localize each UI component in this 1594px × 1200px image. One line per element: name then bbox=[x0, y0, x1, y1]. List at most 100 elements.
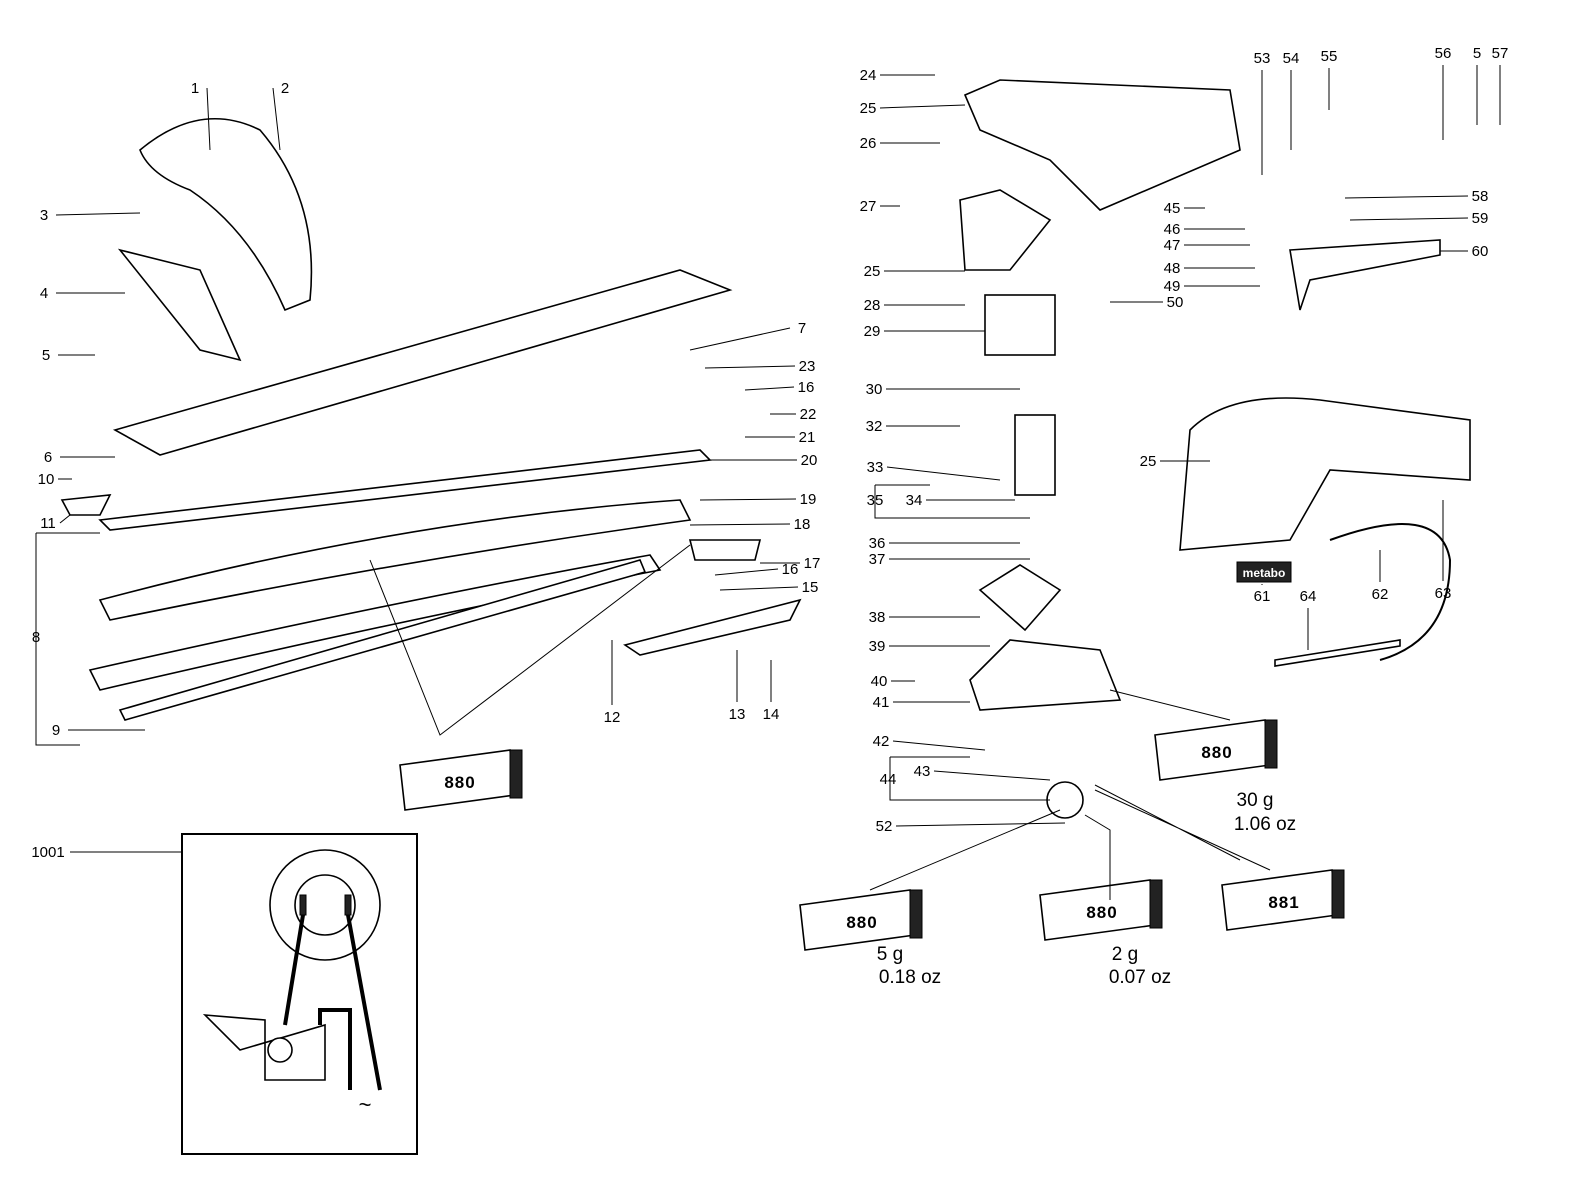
callout-label: 6 bbox=[44, 449, 52, 466]
callout-label: 47 bbox=[1164, 237, 1181, 254]
grease-tube: 880 5 g 0.18 oz bbox=[799, 889, 941, 988]
callout-label: 21 bbox=[799, 429, 816, 446]
leader-line bbox=[879, 104, 966, 109]
grease-tube: 881 bbox=[1221, 869, 1345, 931]
callout-label: 25 bbox=[1140, 453, 1157, 470]
callout-label: 56 bbox=[1435, 45, 1452, 62]
leader-line bbox=[704, 365, 796, 369]
callout-label: 34 bbox=[906, 492, 923, 509]
callout-label: 62 bbox=[1372, 586, 1389, 603]
callout-label: 20 bbox=[801, 452, 818, 469]
callout-label: 40 bbox=[871, 673, 888, 690]
grease-tube: 880 2 g 0.07 oz bbox=[1039, 879, 1171, 988]
callout-leader-lines bbox=[35, 65, 1501, 827]
leader-line bbox=[1344, 195, 1469, 199]
callout-label: 50 bbox=[1167, 294, 1184, 311]
leader-line bbox=[55, 212, 141, 216]
svg-text:881: 881 bbox=[1268, 893, 1299, 912]
svg-text:880: 880 bbox=[1201, 743, 1232, 762]
leader-line bbox=[206, 87, 211, 151]
grease-tube: 880 30 g 1.06 oz bbox=[1154, 719, 1296, 835]
leader-line bbox=[895, 822, 1066, 827]
callout-label: 16 bbox=[782, 561, 799, 578]
callout-label: 59 bbox=[1472, 210, 1489, 227]
callout-label: 12 bbox=[604, 709, 621, 726]
callout-label: 49 bbox=[1164, 278, 1181, 295]
motor-housing-parts bbox=[959, 79, 1471, 819]
bracket-line bbox=[889, 756, 1050, 801]
callout-label: 13 bbox=[729, 706, 746, 723]
leader-line bbox=[714, 568, 779, 576]
leader-line bbox=[933, 770, 1051, 781]
callout-label: 32 bbox=[866, 418, 883, 435]
metabo-logo: metabo bbox=[1236, 561, 1292, 583]
callout-label: 42 bbox=[873, 733, 890, 750]
callout-label: 15 bbox=[802, 579, 819, 596]
svg-text:0.18 oz: 0.18 oz bbox=[879, 967, 941, 988]
leader-line bbox=[272, 87, 281, 151]
blade-guard-parts bbox=[60, 118, 802, 721]
callout-label: 25 bbox=[864, 263, 881, 280]
leader-line bbox=[886, 466, 1001, 481]
svg-text:880: 880 bbox=[1086, 903, 1117, 922]
wiring-diagram-inset: ~ bbox=[70, 833, 418, 1155]
callout-label: 33 bbox=[867, 459, 884, 476]
leader-line bbox=[744, 386, 795, 391]
callout-label: 2 bbox=[281, 80, 289, 97]
callout-label: 55 bbox=[1321, 48, 1338, 65]
svg-text:1.06 oz: 1.06 oz bbox=[1234, 814, 1296, 835]
callout-label: 36 bbox=[869, 535, 886, 552]
callout-label: 3 bbox=[40, 207, 48, 224]
callout-label: 53 bbox=[1254, 50, 1271, 67]
callout-label: 28 bbox=[864, 297, 881, 314]
callout-label: 58 bbox=[1472, 188, 1489, 205]
callout-label: 63 bbox=[1435, 585, 1452, 602]
callout-label: 25 bbox=[860, 100, 877, 117]
callout-label: 10 bbox=[38, 471, 55, 488]
svg-text:0.07 oz: 0.07 oz bbox=[1109, 967, 1171, 988]
callout-label: 11 bbox=[40, 515, 56, 532]
callout-label: 18 bbox=[794, 516, 811, 533]
leader-line bbox=[689, 523, 791, 526]
bracket-line bbox=[874, 484, 1030, 519]
svg-text:2 g: 2 g bbox=[1112, 944, 1138, 965]
callout-label: 27 bbox=[860, 198, 877, 215]
callout-label: 16 bbox=[798, 379, 815, 396]
callout-label: 5 bbox=[1473, 45, 1481, 62]
callout-label: 29 bbox=[864, 323, 881, 340]
callout-label: 14 bbox=[763, 706, 780, 723]
callout-label: 37 bbox=[869, 551, 886, 568]
callout-label: 1001 bbox=[31, 844, 64, 861]
callout-label: 30 bbox=[866, 381, 883, 398]
callout-label: 19 bbox=[800, 491, 817, 508]
callout-label: 9 bbox=[52, 722, 60, 739]
callout-label: 57 bbox=[1492, 45, 1509, 62]
svg-text:30 g: 30 g bbox=[1237, 790, 1274, 811]
callout-label: 64 bbox=[1300, 588, 1317, 605]
callout-label: 52 bbox=[876, 818, 893, 835]
callout-label: 43 bbox=[914, 763, 931, 780]
leader-line bbox=[719, 586, 799, 591]
leader-line bbox=[689, 327, 791, 351]
bracket-line bbox=[35, 532, 100, 746]
callout-label: 44 bbox=[880, 771, 897, 788]
callout-label: 26 bbox=[860, 135, 877, 152]
svg-text:880: 880 bbox=[846, 913, 877, 932]
callout-label: 23 bbox=[799, 358, 816, 375]
callout-label: 41 bbox=[873, 694, 890, 711]
svg-text:5 g: 5 g bbox=[877, 944, 903, 965]
callout-label: 7 bbox=[798, 320, 806, 337]
svg-text:880: 880 bbox=[444, 773, 475, 792]
callout-label: 24 bbox=[860, 67, 877, 84]
svg-text:metabo: metabo bbox=[1243, 566, 1286, 580]
callout-label: 61 bbox=[1254, 588, 1271, 605]
callout-label: 5 bbox=[42, 347, 50, 364]
callout-label: 38 bbox=[869, 609, 886, 626]
callout-label: 39 bbox=[869, 638, 886, 655]
grease-tube: 880 bbox=[399, 749, 523, 811]
callout-label: 1 bbox=[191, 80, 199, 97]
leader-line bbox=[1349, 217, 1469, 221]
callout-label: 22 bbox=[800, 406, 817, 423]
